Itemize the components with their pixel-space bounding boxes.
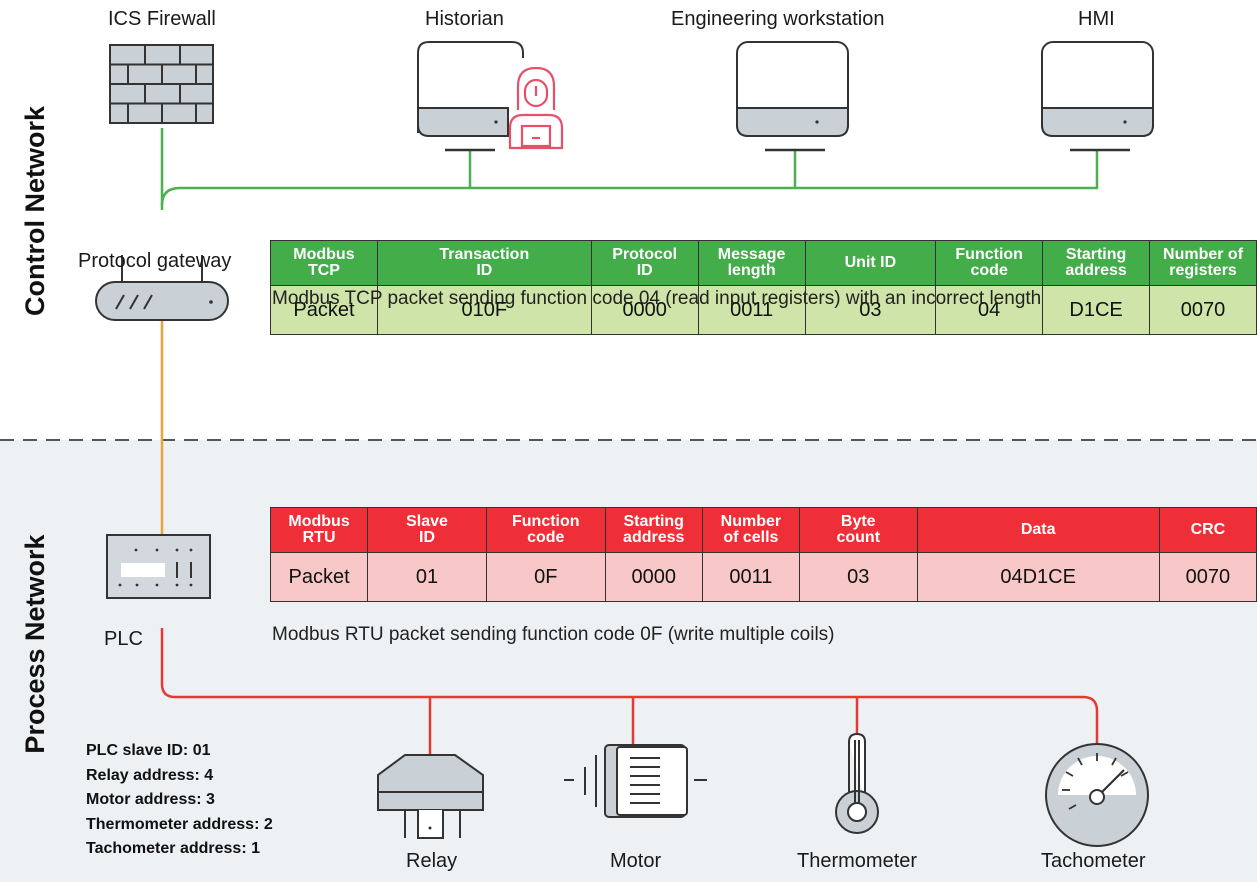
tcp-packet-cell: 010F bbox=[376, 285, 592, 335]
hmi-monitor-icon bbox=[1041, 41, 1154, 152]
process-network-links bbox=[160, 628, 1099, 755]
rtu-packet-cell: 0F bbox=[485, 552, 606, 602]
attacker-icon bbox=[508, 66, 564, 150]
workstation-label: Engineering workstation bbox=[671, 8, 885, 30]
tcp-packet-cell: Packet bbox=[270, 285, 378, 335]
rtu-packet-cell: 03 bbox=[798, 552, 918, 602]
rtu-header-cell: Number of cells bbox=[701, 507, 800, 553]
tcp-header-cell: Starting address bbox=[1042, 240, 1151, 286]
note-line: Thermometer address: 2 bbox=[86, 815, 273, 833]
firewall-icon bbox=[109, 44, 214, 124]
tcp-header-cell: Function code bbox=[935, 240, 1044, 286]
historian-monitor-icon bbox=[417, 41, 524, 152]
rtu-header-cell: Starting address bbox=[604, 507, 703, 553]
control-network-label: Control Network bbox=[20, 105, 50, 316]
process-network-label: Process Network bbox=[20, 534, 50, 754]
rtu-packet-cell: Packet bbox=[269, 552, 369, 602]
rtu-packet-cell: 0000 bbox=[604, 552, 703, 602]
gateway-label: Protocol gateway bbox=[78, 250, 232, 272]
tcp-packet-row: Packet 010F 0000 0011 03 04 D1CE 0070 bbox=[270, 285, 1257, 335]
rtu-header-cell: Function code bbox=[485, 507, 606, 553]
thermometer-label: Thermometer bbox=[797, 850, 918, 872]
address-notes: PLC slave ID: 01 Relay address: 4 Motor … bbox=[86, 739, 273, 862]
relay-label: Relay bbox=[406, 850, 458, 872]
tcp-header-cell: Transaction ID bbox=[376, 240, 592, 286]
tcp-packet-cell: 03 bbox=[804, 285, 937, 335]
tcp-packet-cell: D1CE bbox=[1042, 285, 1151, 335]
modbus-tcp-table: Modbus TCP Transaction ID Protocol ID Me… bbox=[270, 240, 1257, 335]
rtu-packet-cell: 04D1CE bbox=[916, 552, 1160, 602]
note-line: Relay address: 4 bbox=[86, 766, 214, 784]
tcp-header-cell: Message length bbox=[697, 240, 806, 286]
tcp-packet-cell: 0011 bbox=[697, 285, 806, 335]
firewall-label: ICS Firewall bbox=[108, 8, 216, 30]
note-line: Tachometer address: 1 bbox=[86, 840, 260, 857]
thermometer-icon bbox=[835, 732, 879, 834]
gateway-router-icon bbox=[95, 255, 229, 321]
modbus-rtu-table: Modbus RTU Slave ID Function code Starti… bbox=[269, 507, 1257, 602]
tcp-header-cell: Protocol ID bbox=[590, 240, 699, 286]
note-line: PLC slave ID: 01 bbox=[86, 742, 211, 759]
rtu-header-cell: Byte count bbox=[798, 507, 918, 553]
rtu-packet-cell: 0070 bbox=[1158, 552, 1257, 602]
tcp-header-cell: Modbus TCP bbox=[270, 240, 378, 286]
motor-icon bbox=[564, 744, 707, 818]
hmi-label: HMI bbox=[1078, 8, 1115, 30]
tcp-packet-cell: 0070 bbox=[1149, 285, 1257, 335]
rtu-header-cell: Modbus RTU bbox=[269, 507, 369, 553]
tcp-header-row: Modbus TCP Transaction ID Protocol ID Me… bbox=[270, 240, 1257, 286]
workstation-monitor-icon bbox=[736, 41, 849, 152]
tachometer-label: Tachometer bbox=[1041, 850, 1146, 872]
rtu-header-cell: CRC bbox=[1158, 507, 1257, 553]
tcp-packet-cell: 0000 bbox=[590, 285, 699, 335]
tcp-header-cell: Unit ID bbox=[804, 240, 937, 286]
plc-icon bbox=[106, 534, 211, 599]
rtu-packet-cell: 0011 bbox=[701, 552, 800, 602]
relay-icon bbox=[377, 754, 484, 839]
motor-label: Motor bbox=[610, 850, 662, 872]
tcp-packet-cell: 04 bbox=[935, 285, 1044, 335]
rtu-caption: Modbus RTU packet sending function code … bbox=[272, 624, 835, 645]
rtu-header-cell: Slave ID bbox=[367, 507, 487, 553]
rtu-header-row: Modbus RTU Slave ID Function code Starti… bbox=[269, 507, 1257, 553]
tachometer-icon bbox=[1045, 743, 1149, 847]
rtu-packet-row: Packet 01 0F 0000 0011 03 04D1CE 0070 bbox=[269, 552, 1257, 602]
note-line: Motor address: 3 bbox=[86, 791, 215, 808]
control-network-links bbox=[160, 128, 1099, 210]
tcp-caption: Modbus TCP packet sending function code … bbox=[272, 288, 1042, 309]
rtu-packet-cell: 01 bbox=[367, 552, 487, 602]
historian-label: Historian bbox=[425, 8, 504, 30]
plc-label: PLC bbox=[104, 628, 143, 650]
tcp-header-cell: Number of registers bbox=[1149, 240, 1257, 286]
rtu-header-cell: Data bbox=[916, 507, 1160, 553]
